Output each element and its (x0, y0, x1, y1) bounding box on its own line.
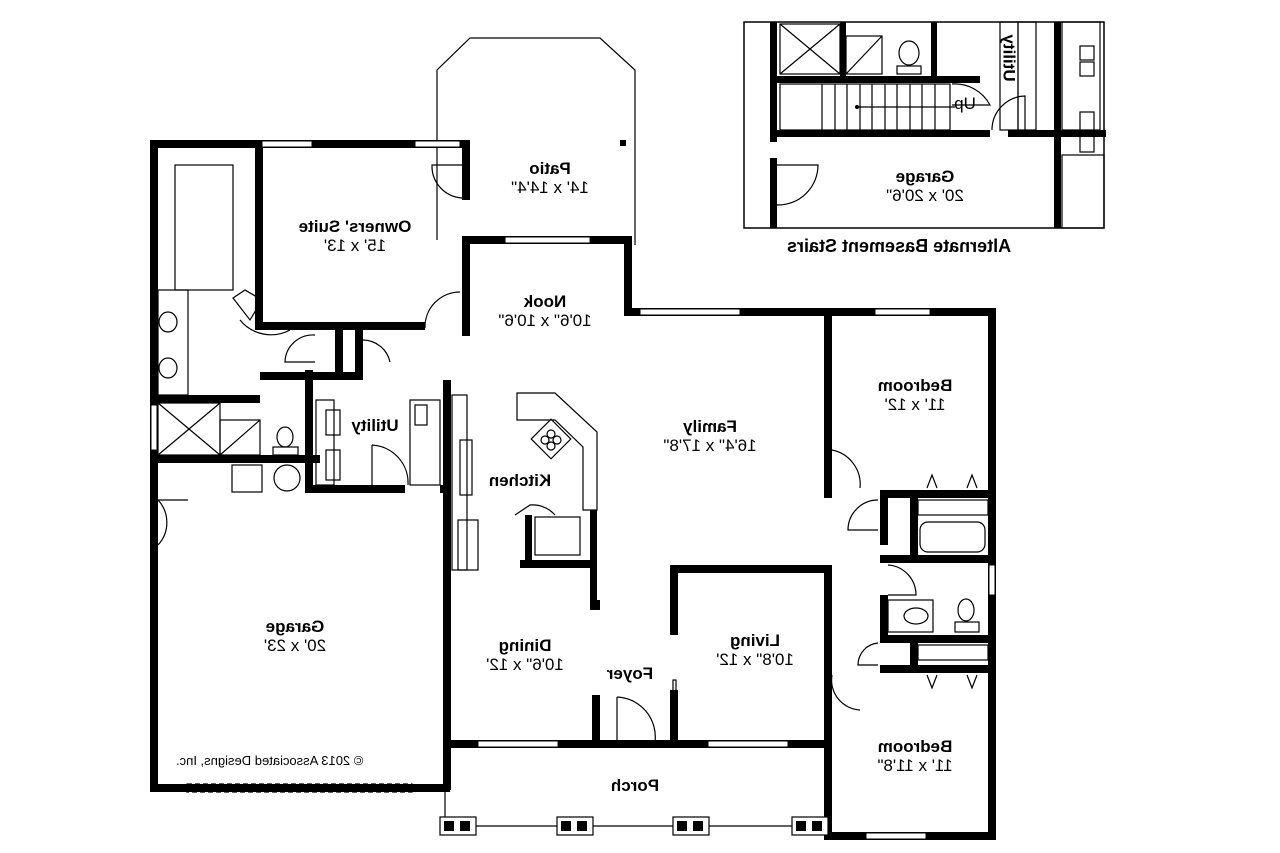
main-plan (150, 37, 996, 840)
inset-plan (743, 21, 1106, 229)
